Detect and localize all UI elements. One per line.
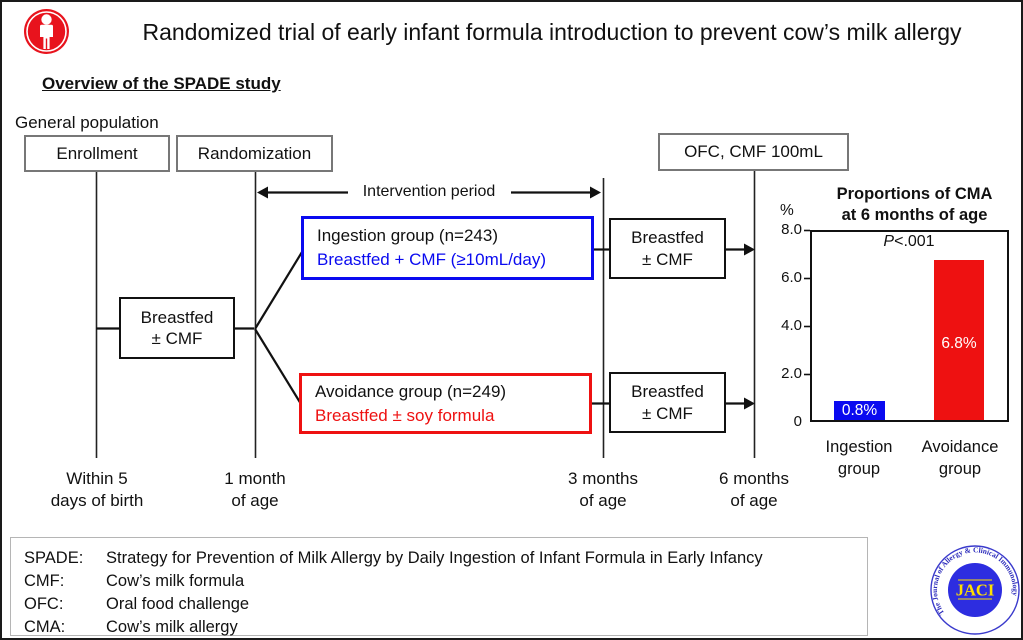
xlabel-avoidance-line2: group	[938, 460, 982, 479]
avoidance-bar-value: 6.8%	[941, 335, 977, 352]
ingestion-bar: 0.8%	[834, 401, 885, 420]
timeline-3-months: 3 months of age	[543, 468, 663, 512]
abbreviation-legend: SPADE: Strategy for Prevention of Milk A…	[10, 537, 868, 636]
ingestion-group-title: Ingestion group (n=243)	[317, 226, 498, 246]
legend-abbr-spade: SPADE:	[24, 549, 84, 567]
jaci-logo: The Journal of Allergy & Clinical Immuno…	[929, 544, 1021, 636]
ingestion-bar-value: 0.8%	[841, 402, 878, 419]
timeline-6-months: 6 months of age	[694, 468, 814, 512]
legend-row-ofc: OFC: Oral food challenge	[24, 593, 867, 616]
randomization-box: Randomization	[176, 135, 333, 172]
xlabel-avoidance-line1: Avoidance	[921, 438, 999, 456]
legend-row-cma: CMA: Cow’s milk allergy	[24, 616, 867, 638]
legend-row-cmf: CMF: Cow’s milk formula	[24, 570, 867, 593]
chart-title-line1: Proportions of CMA	[836, 185, 993, 203]
breastfed-top-box: Breastfed ± CMF	[609, 218, 726, 279]
avoidance-group-detail: Breastfed ± soy formula	[315, 405, 495, 425]
chart-unit-label: %	[780, 202, 794, 219]
timeline-birth-line1: Within 5	[66, 469, 128, 488]
legend-abbr-cmf: CMF:	[24, 572, 65, 590]
timeline-1-month-line2: of age	[231, 491, 279, 511]
person-icon	[23, 8, 70, 55]
breastfed-top-line1: Breastfed	[631, 228, 704, 248]
legend-def-cma: Cow’s milk allergy	[106, 618, 238, 636]
ytick-4: 4.0	[781, 317, 802, 334]
baseline-line1: Breastfed	[140, 307, 214, 327]
timeline-6-months-line2: of age	[730, 491, 778, 511]
timeline-birth-line2: days of birth	[50, 491, 144, 511]
xlabel-ingestion: Ingestion group	[809, 436, 909, 481]
p-value: P<.001	[849, 233, 969, 251]
ytick-6: 6.0	[781, 269, 802, 286]
enrollment-box: Enrollment	[24, 135, 170, 172]
timeline-birth: Within 5 days of birth	[27, 468, 167, 512]
general-population-label: General population	[15, 113, 159, 132]
ytick-2: 2.0	[781, 365, 802, 382]
ingestion-group-detail: Breastfed + CMF (≥10mL/day)	[317, 250, 546, 269]
breastfed-bottom-line1: Breastfed	[631, 382, 704, 402]
breastfed-bottom-line2: ± CMF	[642, 403, 693, 423]
legend-abbr-cma: CMA:	[24, 618, 66, 636]
jaci-center-text: JACI	[956, 581, 995, 600]
timeline-3-months-line2: of age	[579, 491, 627, 511]
legend-row-spade: SPADE: Strategy for Prevention of Milk A…	[24, 547, 867, 570]
breastfed-bottom-box: Breastfed ± CMF	[609, 372, 726, 433]
p-value-symbol: P	[883, 233, 895, 250]
legend-def-ofc: Oral food challenge	[106, 595, 250, 613]
breastfed-top-line2: ± CMF	[642, 249, 693, 269]
chart-plot-area: 0.8% 6.8%	[810, 230, 1009, 422]
avoidance-group-title: Avoidance group (n=249)	[315, 381, 507, 401]
chart-title: Proportions of CMA at 6 months of age	[812, 184, 1017, 225]
baseline-line2: ± CMF	[151, 329, 203, 348]
intervention-period-label: Intervention period	[362, 183, 496, 200]
chart-title-line2: at 6 months of age	[841, 205, 988, 224]
timeline-1-month-line1: 1 month	[224, 469, 286, 488]
timeline-3-months-line1: 3 months	[568, 469, 638, 488]
ytick-8: 8.0	[781, 221, 802, 238]
xlabel-ingestion-line1: Ingestion	[825, 438, 893, 456]
legend-def-spade: Strategy for Prevention of Milk Allergy …	[106, 549, 763, 567]
timeline-6-months-line1: 6 months	[719, 469, 789, 488]
ingestion-group-box: Ingestion group (n=243) Breastfed + CMF …	[301, 216, 594, 280]
xlabel-ingestion-line2: group	[837, 460, 881, 479]
xlabel-avoidance: Avoidance group	[907, 436, 1013, 481]
avoidance-group-box: Avoidance group (n=249) Breastfed ± soy …	[299, 373, 592, 434]
ytick-0: 0	[793, 413, 802, 430]
avoidance-bar: 6.8%	[934, 260, 984, 420]
legend-abbr-ofc: OFC:	[24, 595, 64, 613]
p-value-number: <.001	[894, 233, 935, 250]
ofc-box: OFC, CMF 100mL	[658, 133, 849, 171]
page-title: Randomized trial of early infant formula…	[142, 19, 962, 45]
timeline-1-month: 1 month of age	[195, 468, 315, 512]
baseline-breastfed-box: Breastfed ± CMF	[119, 297, 235, 359]
legend-def-cmf: Cow’s milk formula	[106, 572, 245, 590]
section-title: Overview of the SPADE study	[42, 74, 281, 93]
